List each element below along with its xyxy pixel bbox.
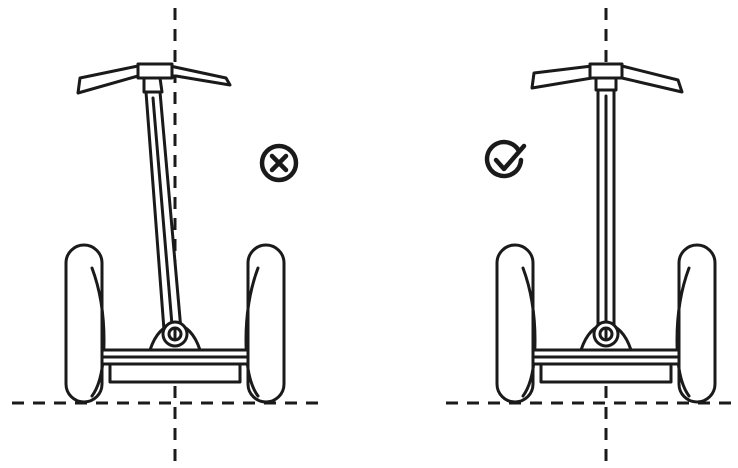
platform: [531, 348, 681, 384]
incorrect-panel: [12, 8, 326, 468]
cross-circle-icon: [259, 143, 299, 183]
handlebar-tilted: [76, 62, 232, 95]
handlebar-upright: [530, 62, 684, 94]
column-base: [148, 320, 202, 352]
column-base: [579, 320, 633, 352]
check-circle-icon: [484, 139, 527, 179]
right-wheel: [675, 243, 717, 404]
handlebar-column-upright: [596, 88, 616, 332]
left-wheel: [64, 243, 106, 404]
right-wheel: [244, 243, 286, 404]
left-wheel: [495, 243, 537, 404]
platform: [100, 348, 250, 384]
correct-panel: [446, 8, 738, 468]
handlebar-column-tilted: [144, 90, 183, 332]
